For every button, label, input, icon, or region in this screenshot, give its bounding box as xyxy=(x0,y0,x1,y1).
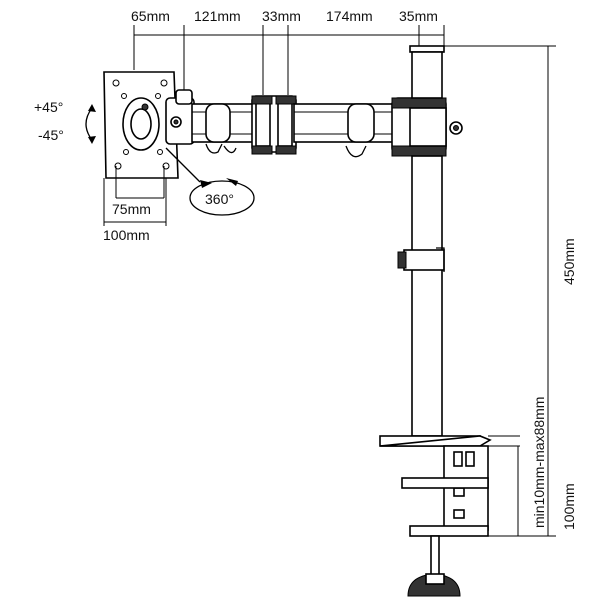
dim-174mm: 174mm xyxy=(326,8,373,24)
vesa-plate xyxy=(103,71,179,179)
dim-10-88mm: min10mm-max88mm xyxy=(531,397,547,528)
right-dimension-lines xyxy=(444,45,556,537)
dim-33mm: 33mm xyxy=(262,8,301,24)
dim-65mm: 65mm xyxy=(131,8,170,24)
dim-450mm: 450mm xyxy=(561,238,577,285)
dim-121mm: 121mm xyxy=(194,8,241,24)
tilt-arrow-icon xyxy=(85,104,96,144)
dim-100mm-vesa: 100mm xyxy=(103,227,150,243)
desk-clamp xyxy=(379,435,492,597)
vertical-pole xyxy=(409,45,445,437)
rotate-360-label: 360° xyxy=(205,191,234,207)
pole-joint xyxy=(391,97,463,157)
dim-75mm: 75mm xyxy=(112,201,151,217)
arm-segment-front xyxy=(191,103,263,154)
tilt-down-label: -45° xyxy=(38,127,64,143)
elbow-joint xyxy=(251,95,297,155)
rotate-360-icon xyxy=(165,147,255,216)
arm-segment-rear xyxy=(293,103,409,158)
top-dimension-line xyxy=(133,25,445,95)
tilt-head xyxy=(165,89,195,145)
vesa-dimension-lines xyxy=(103,166,167,226)
tilt-up-label: +45° xyxy=(34,99,63,115)
dim-35mm: 35mm xyxy=(399,8,438,24)
dim-100mm-clamp: 100mm xyxy=(561,483,577,530)
cable-clip xyxy=(397,247,445,272)
